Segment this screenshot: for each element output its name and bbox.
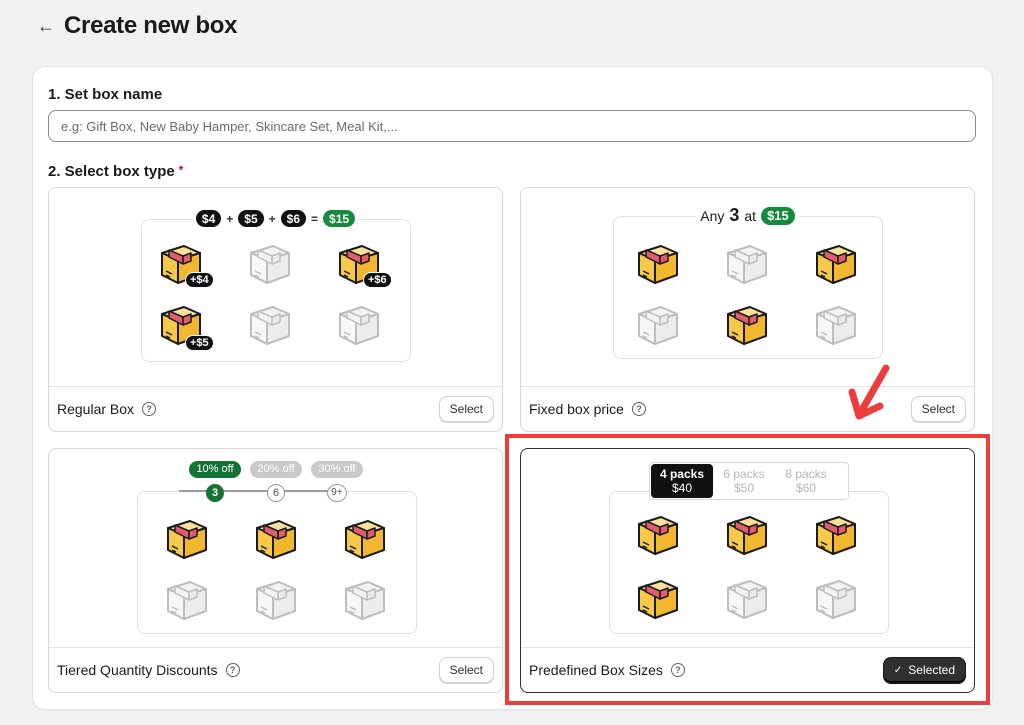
pack-label: 8 packs <box>785 467 827 481</box>
tier-qty: 9+ <box>327 483 347 502</box>
pack-size-tabs: 4 packs $40 6 packs $50 8 packs $60 <box>649 462 849 500</box>
plus-sign: + <box>226 211 234 226</box>
help-icon[interactable]: ? <box>670 663 685 677</box>
box-icon-empty <box>340 574 390 624</box>
selected-label: Selected <box>908 663 955 677</box>
price-badge: +$5 <box>185 335 214 351</box>
required-indicator: * <box>178 163 184 177</box>
tier-2: 20% off 6 <box>250 459 302 502</box>
tier-3: 30% off 9+ <box>311 459 363 502</box>
box-icon-empty <box>162 574 212 624</box>
pack-price: $50 <box>733 481 755 495</box>
price-equation: $4 + $5 + $6 = $15 <box>49 210 502 227</box>
card-title: Predefined Box Sizes ? <box>529 662 685 678</box>
pack-tab-6[interactable]: 6 packs $50 <box>713 464 775 498</box>
step2-label: 2. Select box type* <box>48 163 183 180</box>
box-icon-selected <box>162 513 212 563</box>
tier-discount: 10% off <box>189 460 241 478</box>
tier-discount: 20% off <box>250 460 302 478</box>
select-tiered-button[interactable]: Select <box>438 657 494 683</box>
select-fixed-button[interactable]: Select <box>910 396 966 422</box>
equals-sign: = <box>311 211 319 226</box>
box-icon-selected <box>340 513 390 563</box>
box-icon-empty <box>245 299 295 349</box>
box-type-card-tiered[interactable]: 10% off 3 20% off 6 30% off 9+ Tiered Qu… <box>48 448 503 693</box>
card-footer: Predefined Box Sizes ? ✓ Selected <box>521 647 974 692</box>
card-title: Tiered Quantity Discounts ? <box>57 662 240 678</box>
price-pill-6: $6 <box>280 210 307 227</box>
tier-discount: 30% off <box>311 460 363 478</box>
card-footer: Tiered Quantity Discounts ? Select <box>49 647 502 692</box>
card-title-text: Predefined Box Sizes <box>529 662 663 678</box>
tier-1: 10% off 3 <box>189 459 241 502</box>
help-icon[interactable]: ? <box>631 402 646 416</box>
pack-price: $60 <box>795 481 817 495</box>
box-icon-empty <box>811 299 861 349</box>
box-type-card-fixed[interactable]: Any 3 at $15 Fixed box price ? Select <box>520 187 975 432</box>
pack-tab-8[interactable]: 8 packs $60 <box>775 464 837 498</box>
box-icon-selected <box>633 238 683 288</box>
annotation-arrow-icon <box>848 364 890 420</box>
box-icon-empty <box>334 299 384 349</box>
box-icon-empty <box>633 299 683 349</box>
box-icon-selected <box>251 513 301 563</box>
box-icon-empty <box>245 238 295 288</box>
page-title: Create new box <box>64 12 238 39</box>
price-badge: +$6 <box>363 272 392 288</box>
price-pill-4: $4 <box>195 210 222 227</box>
card-title: Regular Box ? <box>57 401 157 417</box>
help-icon[interactable]: ? <box>142 402 157 416</box>
card-footer: Regular Box ? Select <box>49 386 502 431</box>
create-box-card: 1. Set box name 2. Select box type* $4 +… <box>33 67 992 709</box>
box-icon-empty <box>251 574 301 624</box>
offer-at: at <box>744 207 757 224</box>
tier-track <box>179 490 329 492</box>
box-name-input[interactable] <box>48 110 976 142</box>
step2-label-text: 2. Select box type <box>48 163 175 180</box>
price-badge: +$4 <box>185 272 214 288</box>
card-title-text: Fixed box price <box>529 401 624 417</box>
total-price-pill: $15 <box>323 210 356 227</box>
box-type-card-predefined[interactable]: 4 packs $40 6 packs $50 8 packs $60 Pred… <box>520 448 975 693</box>
pack-tab-4[interactable]: 4 packs $40 <box>651 464 713 498</box>
card-title-text: Regular Box <box>57 401 135 417</box>
pack-label: 4 packs <box>659 467 705 481</box>
pack-label: 6 packs <box>723 467 765 481</box>
tier-qty: 3 <box>206 483 224 502</box>
card-footer: Fixed box price ? Select <box>521 386 974 431</box>
offer-price-pill: $15 <box>761 206 795 225</box>
box-icon-selected <box>722 299 772 349</box>
checkmark-icon: ✓ <box>893 664 903 676</box>
fixed-offer: Any 3 at $15 <box>521 205 974 226</box>
offer-count: 3 <box>729 205 740 225</box>
tier-qty: 6 <box>267 483 285 502</box>
offer-any: Any <box>700 207 725 224</box>
help-icon[interactable]: ? <box>225 663 240 677</box>
selected-predefined-button[interactable]: ✓ Selected <box>882 657 966 683</box>
step1-label: 1. Set box name <box>48 86 163 103</box>
plus-sign: + <box>268 211 276 226</box>
page-header: ← Create new box <box>36 12 237 40</box>
card-title-text: Tiered Quantity Discounts <box>57 662 218 678</box>
box-icon-selected <box>811 238 861 288</box>
box-type-card-regular[interactable]: $4 + $5 + $6 = $15 +$4 +$6 +$5 Regular B… <box>48 187 503 432</box>
select-regular-button[interactable]: Select <box>438 396 494 422</box>
box-icon-empty <box>722 238 772 288</box>
pack-price: $40 <box>671 481 693 495</box>
highlight-frame <box>505 434 990 705</box>
back-arrow-icon[interactable]: ← <box>37 15 55 36</box>
price-pill-5: $5 <box>238 210 264 227</box>
card-title: Fixed box price ? <box>529 401 646 417</box>
